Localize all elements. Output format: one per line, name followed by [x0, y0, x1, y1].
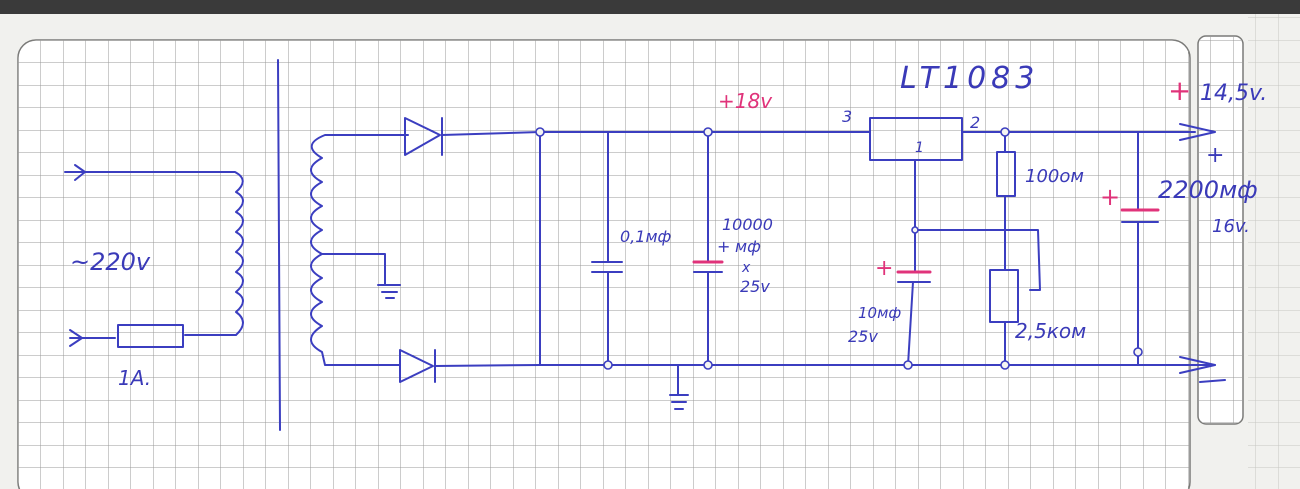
scan-edge [0, 0, 1300, 14]
label-cap3-plus: + [875, 256, 893, 281]
label-cap3-voltage: 25v [848, 327, 878, 346]
label-rail-voltage: +18v [718, 89, 773, 113]
label-cap2-voltage: 25v [740, 277, 770, 296]
primary-winding [84, 171, 244, 336]
label-pin-adj: 1 [915, 140, 924, 156]
ground-symbol [377, 284, 401, 299]
label-cap3-value: 10мф [858, 304, 901, 322]
diode-top [404, 117, 443, 156]
junctions [535, 127, 1143, 370]
fuse-symbol [117, 324, 184, 348]
label-input-voltage: ~220v [70, 248, 151, 276]
label-cap1: 0,1мф [620, 227, 671, 246]
label-res1: 100ом [1025, 166, 1084, 187]
secondary-winding [310, 134, 401, 366]
grid-card [17, 39, 1191, 489]
label-fuse: 1A. [118, 366, 151, 390]
label-res2: 2,5ком [1015, 319, 1086, 343]
label-regulator: LT1083 [900, 61, 1039, 96]
label-cap2-plus: + [717, 237, 730, 256]
label-output-plus: + [1168, 74, 1191, 107]
label-output-positive: + [1206, 143, 1224, 168]
transformer-core [277, 59, 281, 431]
label-cap4-plus: + [1100, 183, 1120, 211]
label-cap2-x: x [741, 260, 751, 276]
label-output-voltage: 14,5v. [1200, 81, 1267, 106]
label-pin-in: 3 [842, 107, 852, 126]
label-pin-out: 2 [970, 113, 980, 132]
label-cap2-value: 10000 [722, 215, 773, 234]
label-cap4-value: 2200мф [1158, 176, 1258, 204]
label-cap4-voltage: 16v. [1212, 216, 1250, 237]
label-cap2-unit: мф [735, 237, 761, 256]
